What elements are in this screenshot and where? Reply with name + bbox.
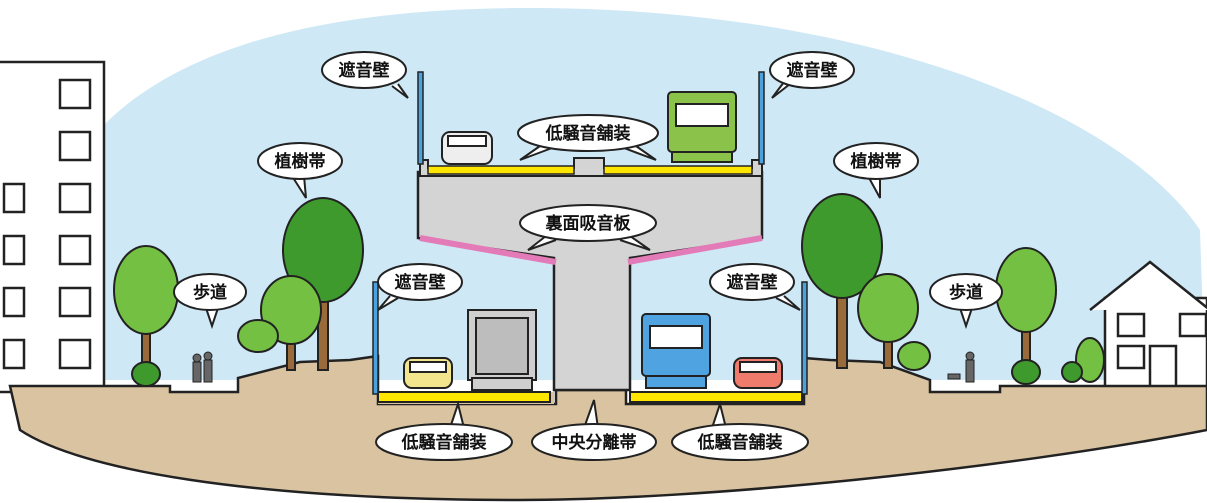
label-upper-sound-barrier-right: 遮音壁 xyxy=(787,60,838,81)
callout-green-belt-left: 植樹帯 xyxy=(257,142,343,199)
label-lower-pavement-left: 低騒音舗装 xyxy=(401,432,487,453)
lower-pavement-left-strip xyxy=(377,391,551,403)
label-green-belt-left: 植樹帯 xyxy=(275,151,326,172)
vehicles xyxy=(403,91,783,391)
label-sidewalk-right: 歩道 xyxy=(949,282,983,303)
pedestrians xyxy=(192,351,975,383)
callout-sidewalk-left: 歩道 xyxy=(173,273,247,330)
callout-lower-sound-barrier-right: 遮音壁 xyxy=(709,263,801,311)
label-lower-pavement-right: 低騒音舗装 xyxy=(697,432,783,453)
label-underside-absorber: 裏面吸音板 xyxy=(545,213,632,234)
label-lower-sound-barrier-left: 遮音壁 xyxy=(395,272,446,293)
callout-lower-pavement-right: 低騒音舗装 xyxy=(671,400,809,461)
label-green-belt-right: 植樹帯 xyxy=(851,151,902,172)
label-upper-pavement: 低騒音舗装 xyxy=(545,123,631,144)
apartment-building xyxy=(0,60,106,394)
label-sidewalk-left: 歩道 xyxy=(193,282,227,303)
callout-upper-pavement: 低騒音舗装 xyxy=(517,114,659,161)
trees xyxy=(113,193,1105,387)
callout-median-strip: 中央分離帯 xyxy=(531,399,657,461)
lower-barrier-left xyxy=(372,281,379,395)
label-median-strip: 中央分離帯 xyxy=(552,432,637,453)
lower-barrier-right xyxy=(801,281,808,395)
label-upper-sound-barrier-left: 遮音壁 xyxy=(339,60,390,81)
upper-pavement-left-strip xyxy=(427,165,575,175)
callout-green-belt-right: 植樹帯 xyxy=(833,142,919,199)
callout-upper-sound-barrier-right: 遮音壁 xyxy=(769,51,855,99)
callout-sidewalk-right: 歩道 xyxy=(929,273,1003,330)
callout-lower-pavement-left: 低騒音舗装 xyxy=(375,400,513,461)
upper-pavement-right-strip xyxy=(603,165,753,175)
underside-absorber-line xyxy=(419,235,763,265)
callout-lower-sound-barrier-left: 遮音壁 xyxy=(377,263,463,311)
callout-upper-sound-barrier-left: 遮音壁 xyxy=(321,51,409,99)
callout-underside-absorber: 裏面吸音板 xyxy=(519,204,657,251)
label-lower-sound-barrier-right: 遮音壁 xyxy=(727,272,778,293)
house xyxy=(1089,260,1207,390)
upper-barrier-right xyxy=(758,71,765,165)
lower-pavement-right-strip xyxy=(629,391,803,403)
upper-barrier-left xyxy=(417,71,424,165)
